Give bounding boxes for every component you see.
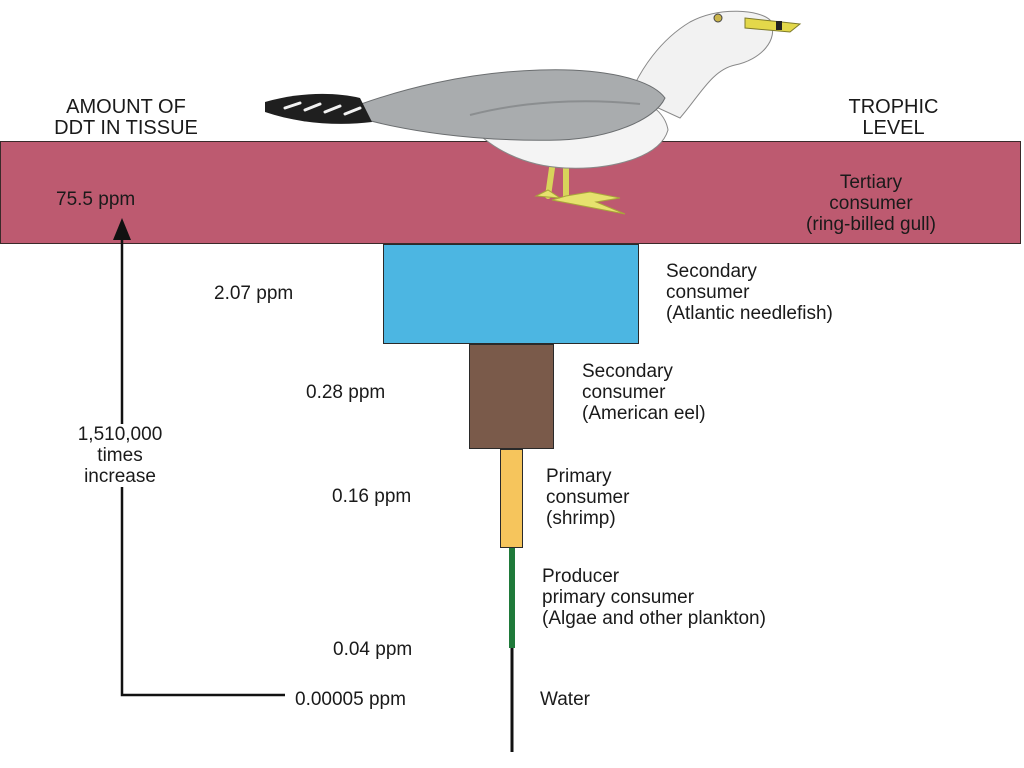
bar-tertiary-gull: [0, 141, 1021, 244]
level-secondary-eel: Secondary consumer (American eel): [582, 361, 706, 424]
ppm-producer: 0.04 ppm: [333, 639, 413, 660]
level-secondary-needlefish: Secondary consumer (Atlantic needlefish): [666, 261, 833, 324]
level-producer: Producer primary consumer (Algae and oth…: [542, 566, 766, 629]
level-water: Water: [540, 689, 590, 710]
bar-producer-plankton: [509, 548, 515, 648]
ppm-secondary-eel: 0.28 ppm: [306, 382, 386, 403]
level-primary-shrimp: Primary consumer (shrimp): [546, 466, 630, 529]
bar-secondary-eel: [469, 344, 554, 449]
header-ddt-amount: AMOUNT OF DDT IN TISSUE: [54, 96, 198, 139]
ppm-primary-shrimp: 0.16 ppm: [332, 486, 412, 507]
ppm-tertiary: 75.5 ppm: [56, 189, 136, 210]
increase-arrow: [113, 218, 285, 697]
increase-label: 1,510,000 times increase: [40, 424, 200, 487]
ring-billed-gull-illustration: [265, 10, 802, 215]
bar-primary-shrimp: [500, 449, 523, 548]
level-tertiary-gull: Tertiary consumer (ring-billed gull): [806, 172, 936, 235]
bar-secondary-needlefish: [383, 244, 639, 344]
ppm-water: 0.00005 ppm: [295, 689, 406, 710]
header-trophic-level: TROPHIC LEVEL: [848, 96, 939, 139]
ppm-secondary-needlefish: 2.07 ppm: [214, 283, 294, 304]
